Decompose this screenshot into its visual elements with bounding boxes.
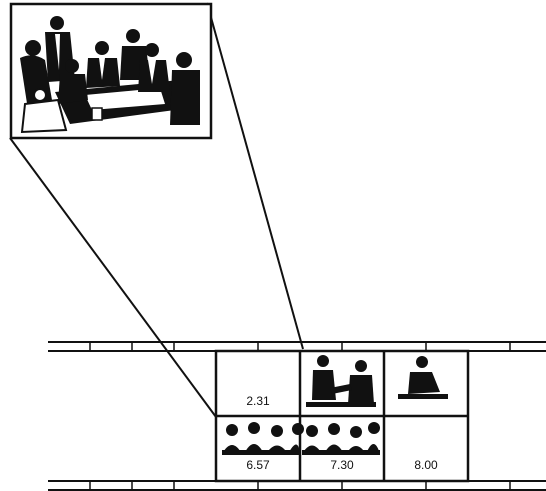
- audience-icon: [302, 422, 380, 455]
- handshake-icon: [306, 355, 376, 407]
- time-label: 2.31: [246, 394, 270, 408]
- time-label: 8.00: [414, 458, 438, 472]
- zoom-line-right: [206, 2, 304, 350]
- film-strip-bottom-band: [48, 480, 546, 491]
- film-perforations: [89, 342, 511, 490]
- enlarged-frame: [9, 2, 213, 140]
- film-strip-top-band: [48, 341, 546, 352]
- time-labels: 2.31 6.57 7.30 8.00: [246, 394, 438, 472]
- desk-person-icon: [398, 356, 448, 399]
- zoom-connector-lines: [9, 2, 304, 418]
- audience-icon: [222, 422, 304, 455]
- time-label: 6.57: [246, 458, 270, 472]
- time-label: 7.30: [330, 458, 354, 472]
- zoom-line-left: [9, 137, 217, 418]
- frame-grid: [214, 349, 470, 483]
- meeting-illustration: [20, 16, 200, 134]
